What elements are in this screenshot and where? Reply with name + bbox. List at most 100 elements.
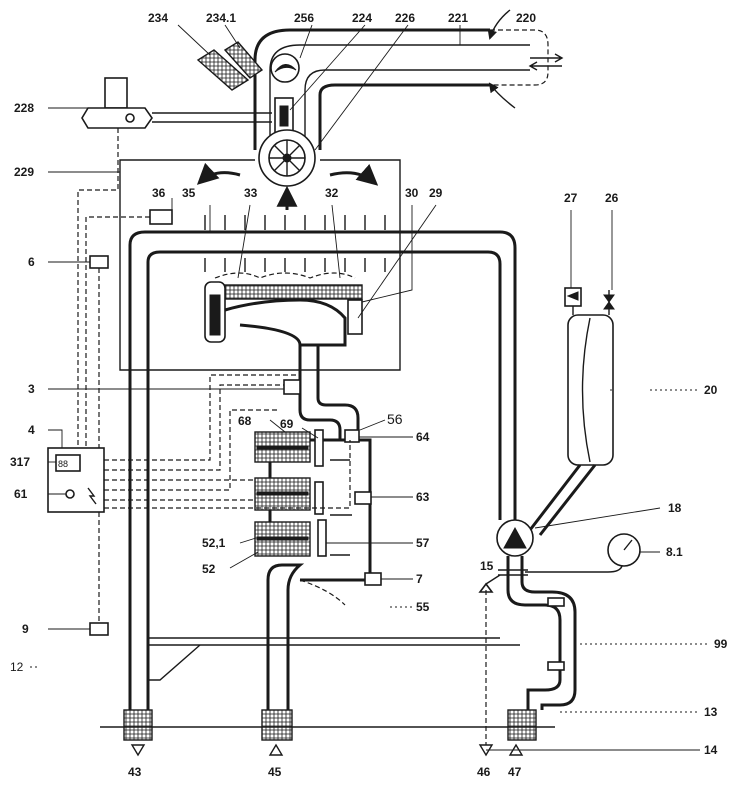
gas-manifold-29-30: [224, 298, 363, 347]
coil-52-core: [256, 536, 309, 541]
display-317: [55, 454, 81, 472]
label-13: 13: [704, 705, 718, 719]
flue-duct-inner-upper: [269, 44, 530, 150]
flue-gas-arrow-left: [196, 162, 241, 185]
label-18: 18: [668, 501, 682, 515]
ignition-electrode-holder: [347, 299, 363, 335]
flue-duct-outer-lower: [318, 83, 490, 150]
label-61: 61: [14, 487, 28, 501]
label-229: 229: [14, 165, 34, 179]
label-32: 32: [325, 186, 339, 200]
label-8-1: 8.1: [666, 545, 683, 559]
outlet-symbol-43: [130, 744, 146, 757]
combustion-chamber-housing: [119, 159, 401, 371]
burner-bar: [211, 284, 363, 300]
flue-duct-assembly: [196, 9, 564, 150]
plunger-mid: [314, 481, 324, 515]
label-63: 63: [416, 490, 430, 504]
label-99: 99: [714, 637, 728, 651]
reference-numerals: 234 234.1 256 224 226 221 220 228 229 3 6…: [10, 11, 728, 779]
expansion-vessel-body: [567, 314, 614, 466]
gas-inlet-pipe: [266, 563, 305, 710]
label-221: 221: [448, 11, 468, 25]
label-20: 20: [704, 383, 718, 397]
label-7: 7: [416, 572, 423, 586]
label-47: 47: [508, 765, 522, 779]
gas-manifold-body: [224, 298, 347, 347]
label-30: 30: [405, 186, 419, 200]
connection-47-stub: [507, 709, 537, 741]
test-nipple-63: [354, 491, 372, 505]
pressure-switch-tubes: [152, 112, 272, 123]
sensor-36: [149, 209, 173, 225]
return-pipe: [498, 556, 577, 710]
label-6: 6: [28, 255, 35, 269]
label-9: 9: [22, 622, 29, 636]
flue-sampling-port-234-1: [223, 41, 264, 79]
label-224: 224: [352, 11, 372, 25]
label-14: 14: [704, 743, 718, 757]
heating-flow-pipe-outer: [128, 230, 517, 710]
label-45: 45: [268, 765, 282, 779]
label-55: 55: [416, 600, 430, 614]
label-52-1: 52,1: [202, 536, 226, 550]
fan-226: [258, 129, 316, 187]
label-228: 228: [14, 101, 34, 115]
label-15: 15: [480, 559, 494, 573]
flue-duct-inner-lower: [304, 69, 530, 150]
gas-valve-assembly: [254, 429, 382, 586]
terminal-flow-arrow-in: [528, 61, 562, 71]
gas-test-nipple-3: [283, 379, 301, 395]
pump-18: [496, 519, 534, 557]
gas-valve-link: [299, 579, 346, 606]
inlet-symbol-45: [268, 743, 284, 756]
sensor-6: [89, 255, 109, 269]
expansion-vessel-membrane: [581, 317, 591, 463]
heat-exchanger-fins: [204, 215, 386, 272]
burner-flames: [214, 272, 356, 279]
coil-mid-core: [256, 491, 309, 496]
burner-33: [204, 272, 363, 343]
pressure-switch-cap: [104, 77, 128, 109]
plunger-69: [314, 429, 324, 467]
label-220: 220: [516, 11, 536, 25]
pressure-switch-diaphragm: [125, 113, 135, 123]
coil-68-core: [256, 445, 309, 450]
valve-26: [603, 294, 615, 310]
pressure-gauge-8-1: [525, 533, 641, 573]
label-12: 12: [10, 660, 24, 674]
label-234-1: 234.1: [206, 11, 236, 25]
pressure-switch-body: [81, 107, 153, 129]
switch-61: [65, 489, 75, 499]
connection-stubs: [100, 709, 555, 741]
control-box-4: 88: [47, 447, 105, 513]
connection-45-stub: [261, 709, 293, 741]
heating-flow-pipe-inner: [146, 250, 502, 710]
expansion-vessel-pipe: [528, 464, 582, 531]
electric-symbol: [87, 487, 97, 505]
label-4: 4: [28, 423, 35, 437]
burner-left-manifold-core: [209, 294, 221, 336]
test-nipple-7: [364, 572, 382, 586]
label-256: 256: [294, 11, 314, 25]
plunger-57: [317, 519, 327, 557]
label-46: 46: [477, 765, 491, 779]
label-56: 56: [387, 411, 403, 427]
air-inlet-arrow-bottom: [488, 82, 516, 109]
label-43: 43: [128, 765, 142, 779]
label-57: 57: [416, 536, 430, 550]
label-52: 52: [202, 562, 216, 576]
label-29: 29: [429, 186, 443, 200]
venturi-256: [270, 53, 300, 83]
flue-duct-outer-upper: [253, 28, 490, 150]
label-317: 317: [10, 455, 30, 469]
label-3: 3: [28, 382, 35, 396]
label-234: 234: [148, 11, 168, 25]
return-pipe-outer: [506, 556, 562, 710]
label-226: 226: [395, 11, 415, 25]
air-pressure-sensor-core: [279, 105, 289, 127]
flue-gas-arrow-right: [329, 164, 379, 186]
control-wiring: [77, 128, 351, 623]
label-64: 64: [416, 430, 430, 444]
